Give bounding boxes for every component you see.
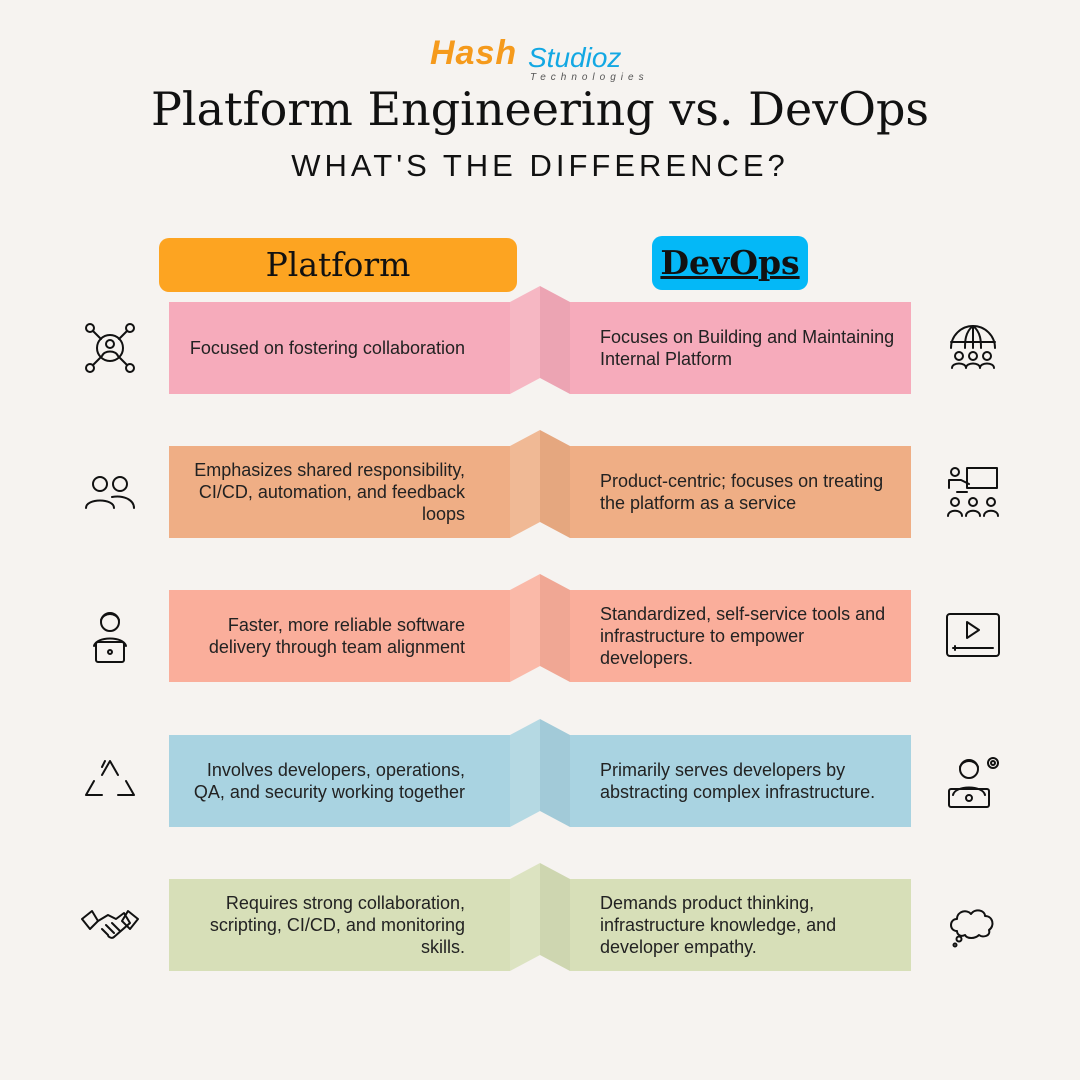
hashstudioz-logo: Hash Studioz Technologies [430,34,650,84]
band-left [169,735,510,827]
devops-point: Primarily serves developers by abstracti… [600,760,876,802]
page-title: Platform Engineering vs. DevOps [150,82,930,136]
page-subtitle: WHAT'S THE DIFFERENCE? [291,148,789,183]
band-right [570,590,911,682]
devops-point: Demands product thinking, infrastructure… [600,893,837,957]
band-fold-left [510,863,540,971]
band-left [169,446,510,538]
band-left [169,879,510,971]
users-icon [80,462,140,522]
presentation-team-icon [943,462,1003,522]
band-fold-right [540,286,570,394]
band-fold-left [510,719,540,827]
band-fold-left [510,286,540,394]
logo-studioz: Studioz [528,42,622,73]
developer-gear-icon [943,751,1003,811]
devops-point: Focuses on Building and Maintaining Inte… [600,327,895,369]
thought-cloud-icon [943,895,1003,955]
fold-shade [540,430,570,538]
band-fold-left [510,430,540,538]
devops-point: Product-centric; focuses on treating the… [600,471,884,513]
fold-shade [540,863,570,971]
band-right [570,446,911,538]
recycle-icon [80,751,140,811]
fold-shade [540,286,570,394]
band-fold-right [540,863,570,971]
fold-shade [540,574,570,682]
devops-point: Standardized, self-service tools and inf… [600,604,886,668]
band-fold-right [540,430,570,538]
handshake-icon [80,895,140,955]
video-player-icon [943,606,1003,666]
band-right [570,302,911,394]
band-fold-right [540,719,570,827]
band-right [570,879,911,971]
band-fold-right [540,574,570,682]
logo-tagline: Technologies [530,72,649,83]
fold-shade [540,719,570,827]
band-fold-left [510,574,540,682]
devops-header: DevOps [652,236,808,290]
band-left [169,302,510,394]
network-person-icon [80,318,140,378]
logo-hash: Hash [430,34,518,72]
band-right [570,735,911,827]
band-left [169,590,510,682]
platform-engineering-point: Requires strong collaboration, scripting… [209,893,465,957]
platform-engineering-point: Focused on fostering collaboration [189,338,465,358]
platform-engineering-point: Faster, more reliable software delivery … [208,615,465,657]
platform-engineering-point: Involves developers, operations, QA, and… [193,760,465,802]
globe-team-icon [943,318,1003,378]
platform-engineering-point: Emphasizes shared responsibility, CI/CD,… [194,460,465,524]
developer-laptop-icon [80,606,140,666]
